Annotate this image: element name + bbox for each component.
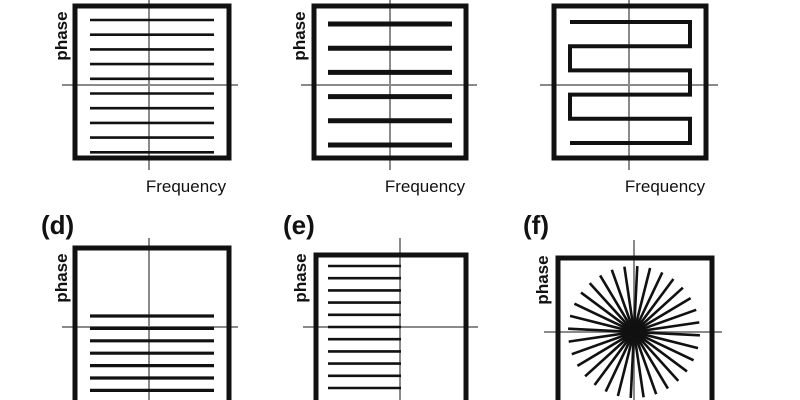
panel-f-frame bbox=[555, 255, 715, 400]
panel-d-label: (d) bbox=[41, 210, 74, 240]
panel-d: (d) phase bbox=[41, 210, 238, 400]
panel-d-sampling-pattern bbox=[90, 314, 214, 392]
panel-c-sampling-pattern bbox=[568, 20, 692, 145]
panel-f-spoke bbox=[568, 321, 700, 343]
panel-e-frame bbox=[313, 252, 469, 400]
panel-a-sampling-pattern bbox=[90, 18, 214, 154]
panel-e-ylabel: phase bbox=[291, 253, 310, 302]
panel-c: Frequency bbox=[540, 0, 718, 196]
panel-a: phase Frequency bbox=[52, 0, 238, 196]
panel-b: phase Frequency bbox=[290, 0, 477, 196]
panel-b-xlabel: Frequency bbox=[385, 177, 466, 196]
panel-e-label: (e) bbox=[283, 210, 315, 240]
panel-a-xlabel: Frequency bbox=[146, 177, 227, 196]
panel-a-frame bbox=[72, 3, 232, 161]
panel-f-sampling-pattern bbox=[568, 266, 700, 398]
panel-b-ylabel: phase bbox=[290, 11, 309, 60]
panel-f-ylabel: phase bbox=[533, 255, 552, 304]
panel-c-frame bbox=[551, 3, 709, 161]
panel-c-xlabel: Frequency bbox=[625, 177, 706, 196]
panel-e: (e) phase bbox=[283, 210, 478, 400]
panel-e-sampling-pattern bbox=[328, 264, 401, 390]
panel-d-ylabel: phase bbox=[52, 253, 71, 302]
panel-b-sampling-pattern bbox=[328, 21, 452, 148]
panel-a-ylabel: phase bbox=[52, 11, 71, 60]
panel-f: (f) phase bbox=[523, 210, 722, 400]
panel-d-frame bbox=[72, 245, 232, 400]
panel-b-frame bbox=[311, 3, 469, 161]
panel-c-serpentine-path bbox=[568, 20, 692, 145]
panel-f-label: (f) bbox=[523, 210, 549, 240]
